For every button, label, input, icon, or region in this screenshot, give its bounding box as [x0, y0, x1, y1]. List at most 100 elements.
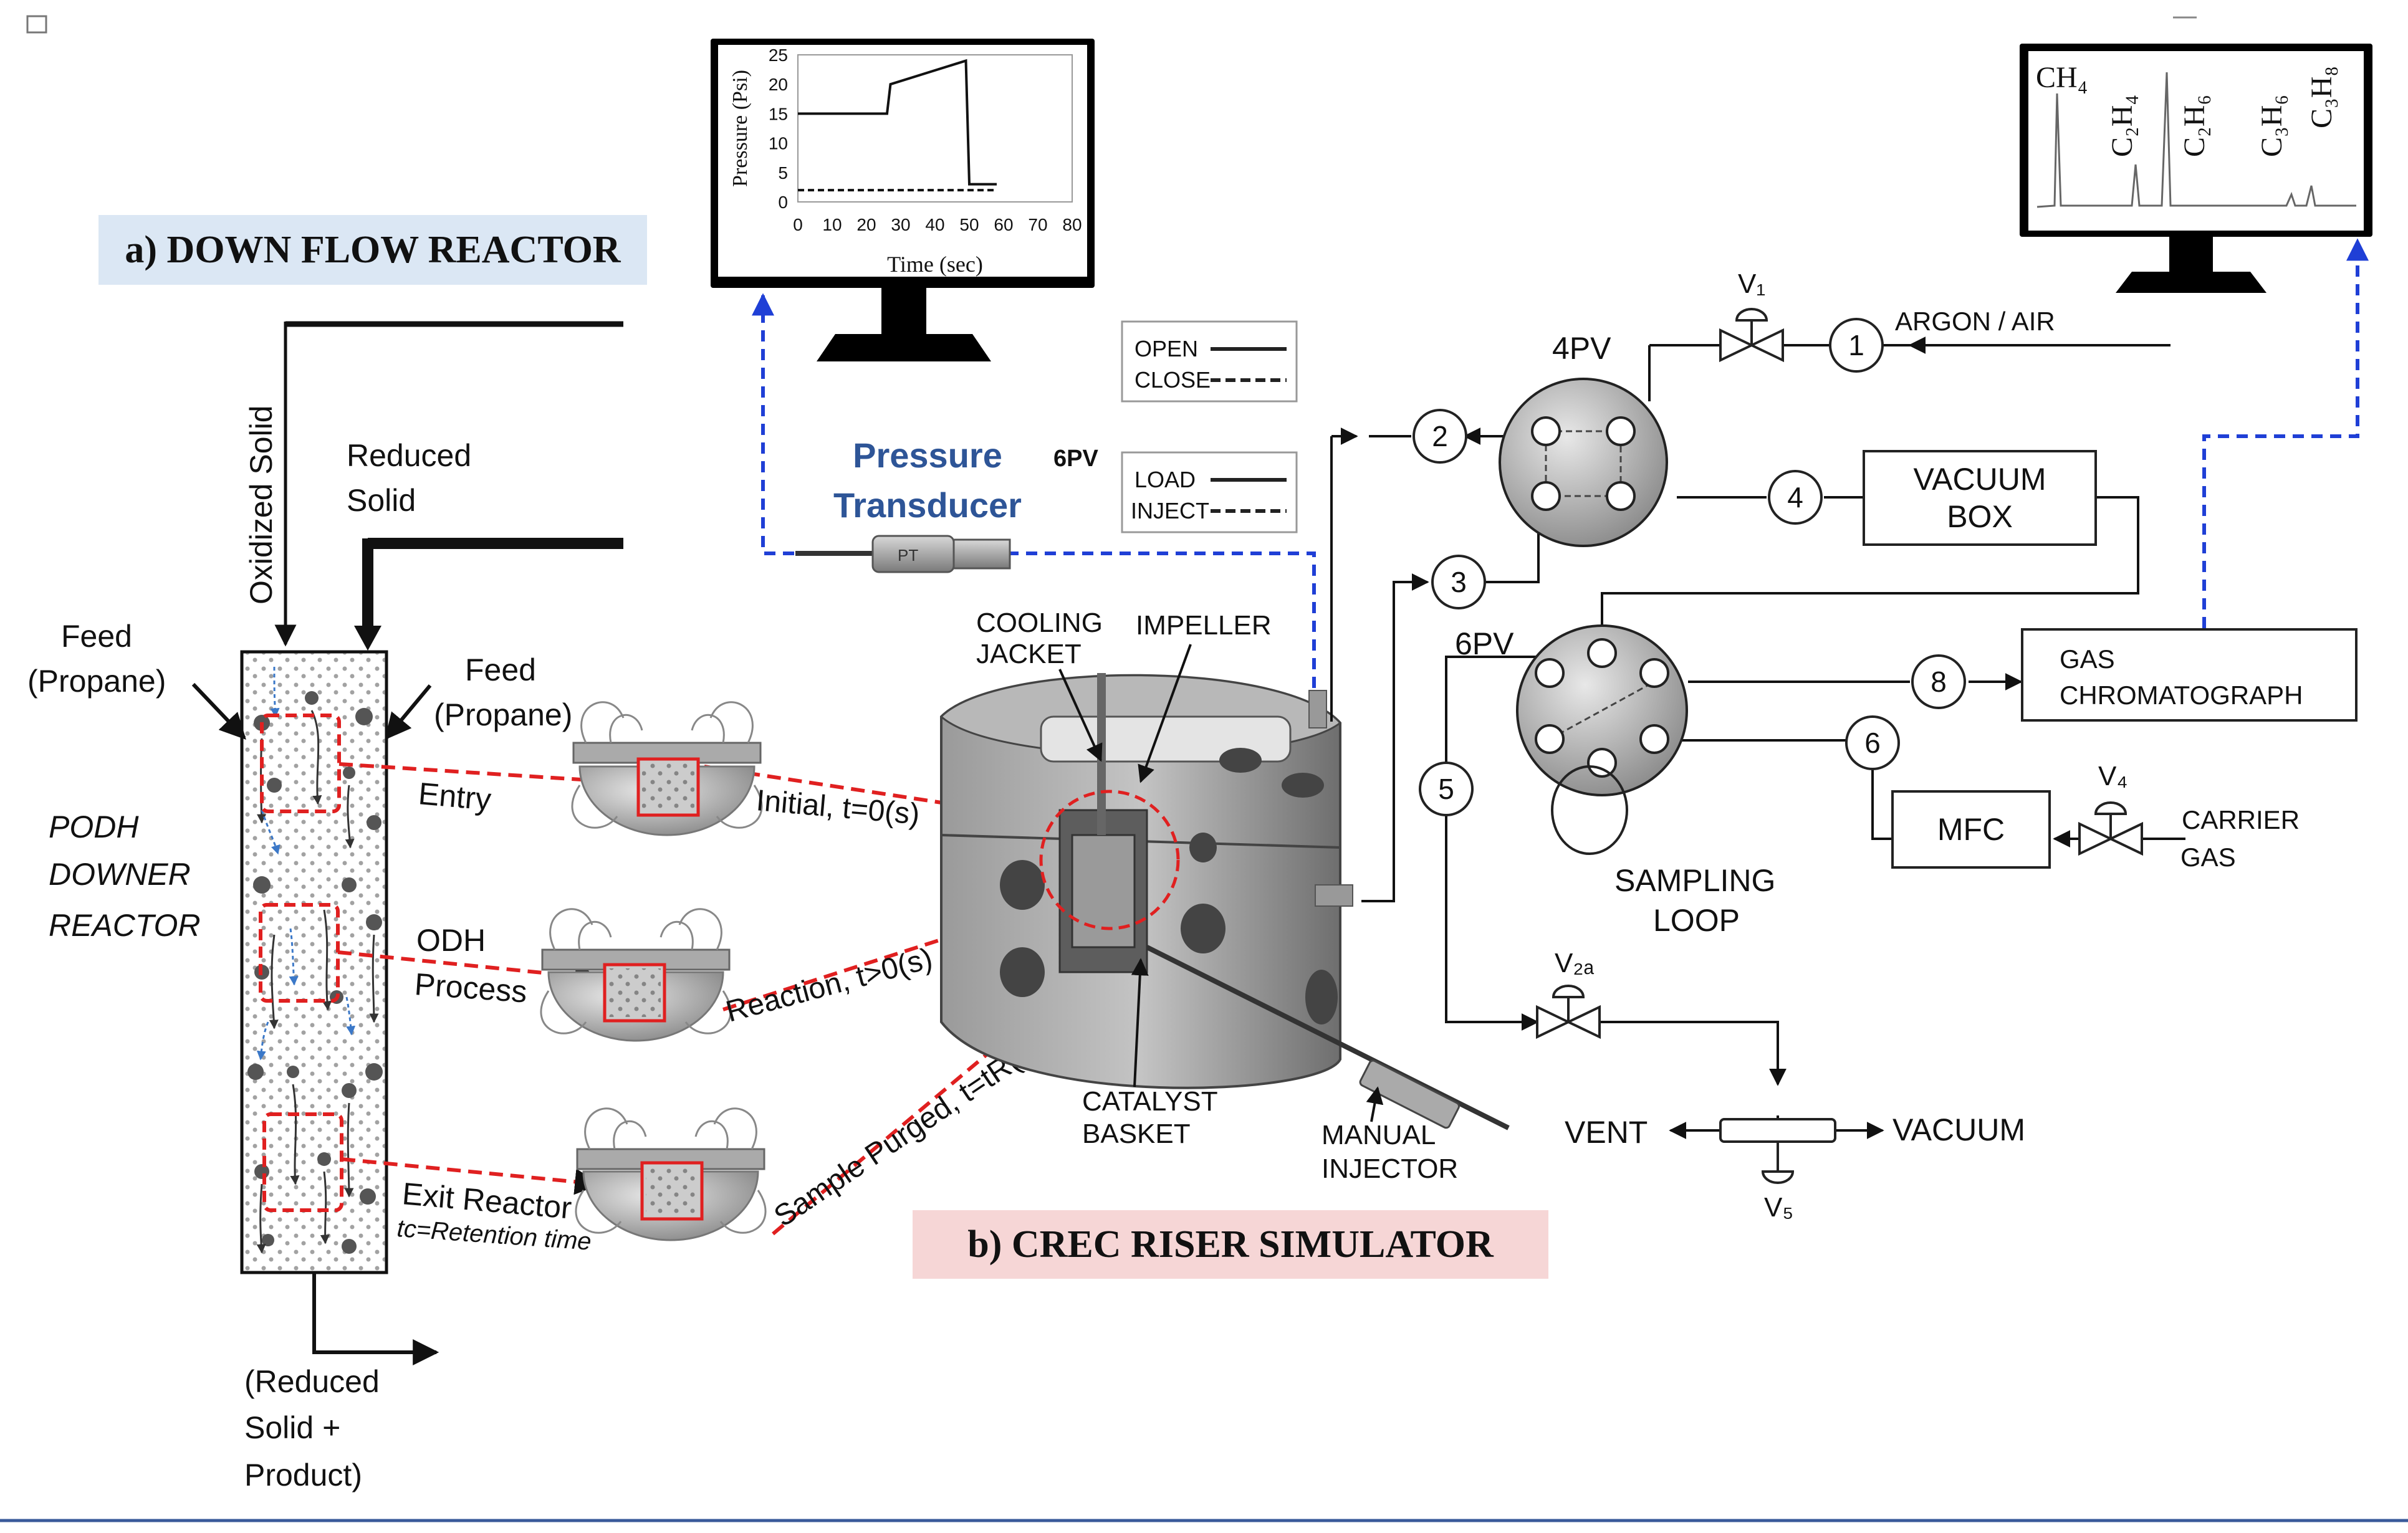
label-product-3: Product) [244, 1458, 362, 1492]
pressure-ytick: 0 [778, 193, 788, 212]
svg-text:3: 3 [1451, 566, 1467, 598]
node-markers: 1 2 3 4 5 6 8 [1413, 318, 1966, 816]
label-v5: V₅ [1764, 1192, 1793, 1223]
pressure-ytick: 5 [778, 163, 788, 183]
pressure-xtick: 20 [856, 215, 876, 234]
label-carrier-2: GAS [2180, 843, 2236, 872]
svg-text:MFC: MFC [1937, 812, 2005, 847]
pressure-xtick: 60 [994, 215, 1013, 234]
node-8: 8 [1911, 654, 1966, 709]
peak-c3h8: C₃H₈ [2305, 66, 2338, 128]
gc-monitor: CH₄ C₂H₄ C₂H₆ C₃H₆ C₃H₈ [2020, 44, 2372, 293]
valve-v4 [2078, 801, 2143, 856]
label-podh-2: DOWNER [49, 857, 191, 892]
pressure-xtick: 10 [822, 215, 842, 234]
label-vacuum: VACUUM [1892, 1112, 2025, 1147]
label-injector-1: MANUAL [1322, 1120, 1436, 1150]
svg-text:CLOSE: CLOSE [1134, 367, 1211, 393]
pressure-plot-area [797, 54, 1073, 203]
label-initial: Initial, t=0(s) [755, 784, 921, 831]
node-6: 6 [1845, 715, 1900, 770]
pressure-xlabel: Time (sec) [887, 252, 983, 277]
label-oxidized-solid: Oxidized Solid [244, 405, 279, 604]
svg-text:1: 1 [1848, 329, 1864, 361]
basket-reaction [540, 908, 732, 1042]
basket-initial [571, 701, 763, 836]
pressure-xtick: 0 [793, 215, 803, 234]
label-feed-left-1: Feed [61, 619, 132, 654]
label-feed-right-1: Feed [465, 652, 536, 687]
sample-box-exit [262, 1112, 343, 1212]
pressure-ytick: 25 [769, 45, 788, 65]
feed-right-arrow [385, 684, 432, 740]
particles [247, 691, 383, 1254]
label-reduced-1: Reduced [347, 438, 471, 473]
six-port-valve [1516, 624, 1688, 855]
pressure-ytick: 20 [769, 75, 788, 94]
svg-text:6: 6 [1864, 727, 1881, 759]
label-entry: Entry [417, 776, 492, 817]
label-cooling-2: JACKET [976, 639, 1082, 669]
basket-highlight [1039, 790, 1180, 930]
label-podh-3: REACTOR [49, 908, 201, 943]
label-carrier-1: CARRIER [2182, 805, 2300, 834]
label-product-1: (Reduced [244, 1364, 380, 1399]
basket-purged [575, 1107, 767, 1241]
node-1: 1 [1829, 318, 1884, 373]
svg-text:LOAD: LOAD [1134, 467, 1196, 492]
svg-text:CHROMATOGRAPH: CHROMATOGRAPH [2060, 681, 2303, 710]
label-reaction: Reaction, t>0(s) [722, 942, 936, 1028]
peak-c2h6: C₂H₆ [2178, 95, 2211, 157]
vacuum-box: VACUUM BOX [1863, 450, 2097, 546]
label-sampling-2: LOOP [1653, 903, 1740, 938]
reduced-solid-arrow [354, 626, 381, 651]
svg-text:Transducer: Transducer [833, 485, 1022, 525]
peak-ch4: CH₄ [2036, 61, 2088, 94]
label-injector-2: INJECTOR [1322, 1153, 1458, 1184]
svg-text:Pressure: Pressure [853, 436, 1002, 475]
label-4pv: 4PV [1552, 331, 1611, 366]
node-4: 4 [1768, 470, 1823, 525]
svg-text:INJECT: INJECT [1131, 498, 1209, 523]
signal-lines [752, 238, 2369, 725]
node-5: 5 [1419, 762, 1474, 816]
downer-reactor: Oxidized Solid Reduced Solid Feed (Propa… [27, 321, 623, 1492]
gas-chromatograph: GAS CHROMATOGRAPH [2021, 628, 2358, 722]
svg-text:8: 8 [1931, 666, 1947, 698]
sample-box-odh [259, 903, 340, 1003]
pressure-xtick: 30 [891, 215, 910, 234]
title-down-flow-reactor: a) DOWN FLOW REACTOR [98, 215, 647, 285]
four-port-valve [1499, 378, 1668, 547]
pressure-xtick: 80 [1062, 215, 1082, 234]
feed-left-arrow [191, 682, 246, 740]
node-3: 3 [1431, 555, 1486, 609]
pressure-xtick: 70 [1028, 215, 1047, 234]
svg-text:PT: PT [898, 546, 918, 565]
title-crec-riser-simulator: b) CREC RISER SIMULATOR [913, 1210, 1548, 1279]
svg-text:OPEN: OPEN [1134, 336, 1198, 361]
mfc-box: MFC [1891, 790, 2051, 869]
legend-load-inject: LOAD INJECT [1121, 451, 1298, 533]
svg-text:5: 5 [1438, 773, 1454, 805]
pressure-ytick: 10 [769, 134, 788, 153]
label-feed-left-2: (Propane) [27, 664, 166, 699]
label-odh-1: ODH [416, 923, 486, 958]
product-outlet-arrow [312, 1271, 439, 1365]
svg-text:GAS: GAS [2060, 644, 2115, 674]
node-2: 2 [1413, 409, 1467, 464]
label-argon-air: ARGON / AIR [1895, 307, 2055, 336]
label-reduced-2: Solid [347, 483, 416, 518]
label-v1: V₁ [1738, 269, 1765, 299]
label-cooling-1: COOLING [976, 608, 1103, 638]
peak-c2h4: C₂H₄ [2106, 95, 2139, 157]
label-product-2: Solid + [244, 1410, 340, 1445]
pressure-transducer: Pressure Transducer PT [795, 436, 1022, 573]
sample-box-entry [260, 714, 341, 813]
label-6pv-legend: 6PV [1053, 446, 1098, 472]
flow-scheme [1330, 344, 2185, 1157]
label-catalyst-2: BASKET [1082, 1119, 1191, 1149]
label-impeller: IMPELLER [1136, 610, 1272, 641]
label-v2a: V₂ₐ [1555, 948, 1594, 978]
